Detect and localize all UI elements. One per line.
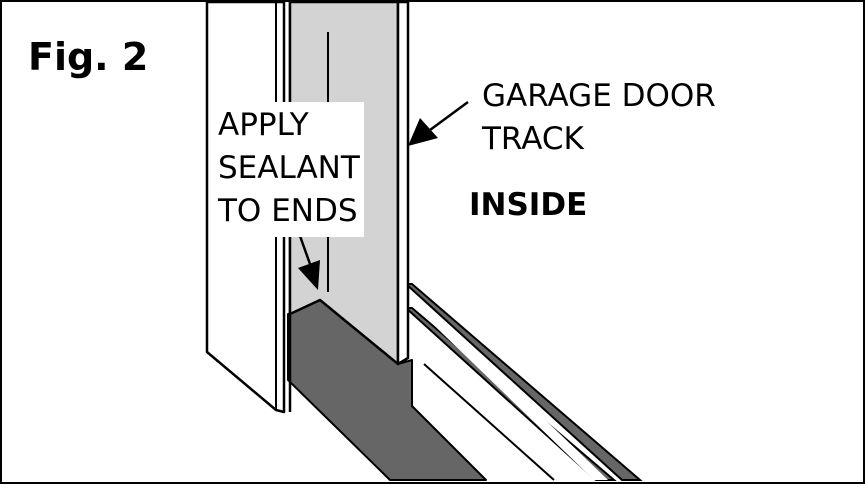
track-callout: GARAGE DOOR TRACK xyxy=(482,75,716,161)
door-track-rail xyxy=(403,283,643,481)
track-callout-line-2: TRACK xyxy=(482,121,584,157)
track-callout-line-1: GARAGE DOOR xyxy=(482,78,716,114)
figure-title: Fig. 2 xyxy=(28,35,149,79)
track-pointer-arrow xyxy=(408,100,469,146)
inside-side-label: INSIDE xyxy=(469,187,588,223)
sealant-pointer-arrow xyxy=(298,235,320,290)
sealant-callout-line-1: APPLY xyxy=(218,107,309,143)
sealant-callout-line-2: SEALANT xyxy=(218,150,360,186)
sealant-callout: APPLY SEALANT TO ENDS xyxy=(216,102,364,237)
sealant-callout-line-3: TO ENDS xyxy=(218,193,358,229)
